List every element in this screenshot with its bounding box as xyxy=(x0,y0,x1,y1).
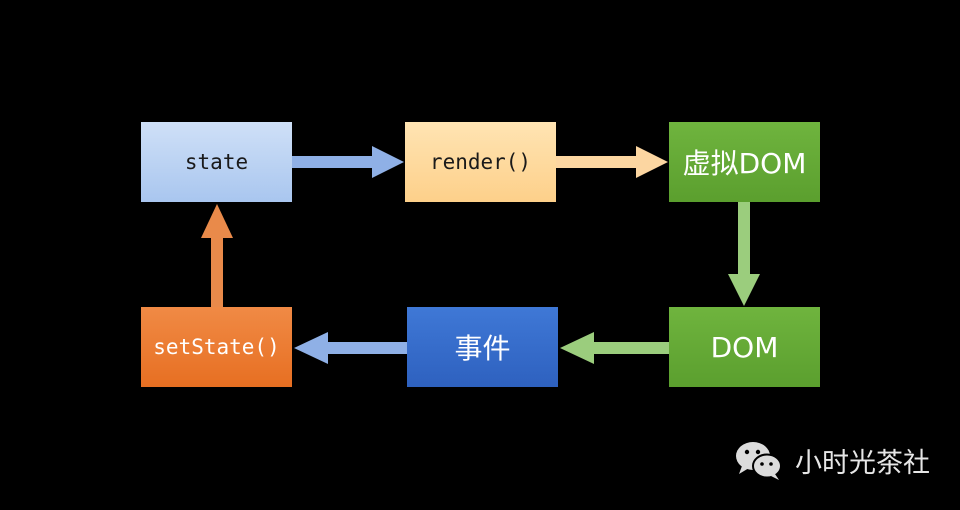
arrow-virtual-dom-to-dom xyxy=(728,202,760,306)
node-setstate: setState() xyxy=(141,307,292,387)
node-dom-label: DOM xyxy=(710,330,779,364)
watermark: 小时光茶社 xyxy=(733,438,930,482)
node-virtual-dom-label: 虚拟DOM xyxy=(682,147,807,180)
wechat-icon xyxy=(736,442,782,480)
arrow-dom-to-event xyxy=(560,332,669,364)
watermark-text: 小时光茶社 xyxy=(795,447,930,479)
node-virtual-dom: 虚拟DOM xyxy=(669,122,820,202)
node-render-label: render() xyxy=(429,150,532,174)
arrow-setstate-to-state xyxy=(201,204,233,307)
node-event: 事件 xyxy=(407,307,558,387)
node-render: render() xyxy=(405,122,556,202)
node-state-label: state xyxy=(184,150,249,174)
node-state: state xyxy=(141,122,292,202)
arrow-event-to-setstate xyxy=(294,332,407,364)
node-setstate-label: setState() xyxy=(153,335,280,359)
node-event-label: 事件 xyxy=(454,332,511,365)
arrow-render-to-virtual-dom xyxy=(556,146,668,178)
node-dom: DOM xyxy=(669,307,820,387)
arrow-state-to-render xyxy=(292,146,404,178)
